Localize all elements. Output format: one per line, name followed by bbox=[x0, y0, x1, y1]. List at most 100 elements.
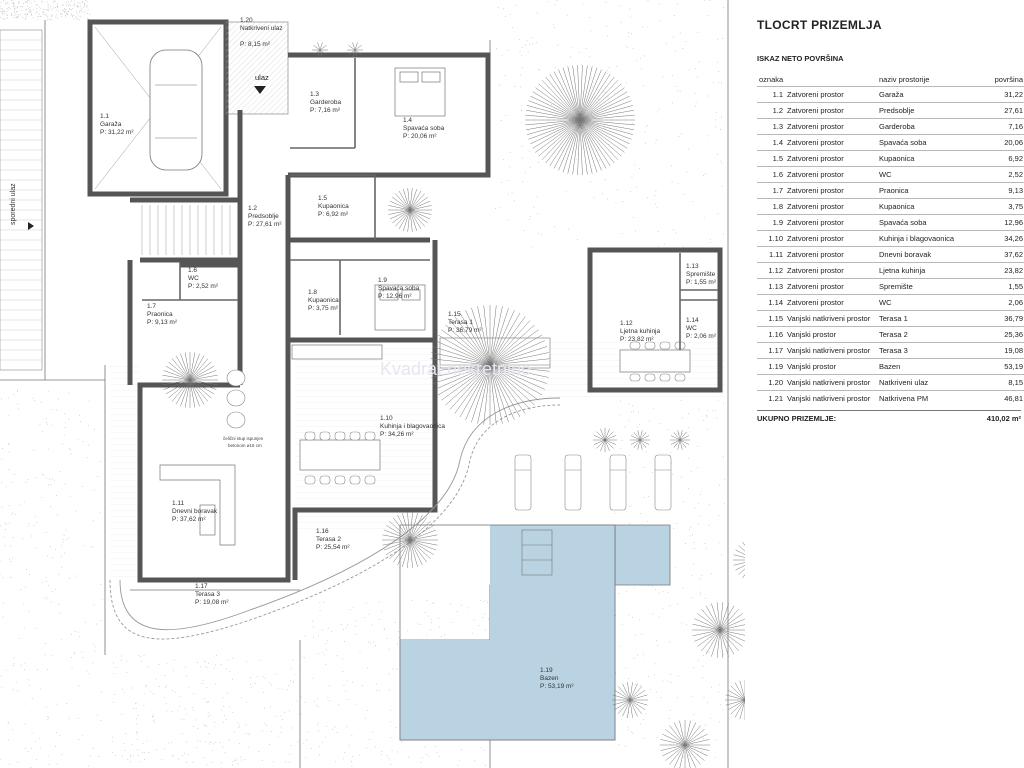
ground-dot bbox=[521, 47, 523, 48]
tree-stroke bbox=[402, 209, 411, 232]
ground-dot bbox=[34, 0, 36, 2]
ground-dot bbox=[171, 755, 173, 757]
ground-dot bbox=[704, 724, 706, 726]
ground-dot bbox=[99, 461, 101, 462]
ground-dot bbox=[53, 1, 55, 3]
ground-dot bbox=[23, 669, 25, 671]
cell-name: Natkrivena PM bbox=[877, 390, 983, 406]
covered-entrance bbox=[225, 21, 289, 115]
tree-stroke bbox=[662, 733, 686, 746]
ground-dot bbox=[124, 750, 126, 751]
tree-stroke bbox=[409, 520, 431, 541]
ground-dot bbox=[24, 13, 26, 15]
tree-stroke bbox=[445, 364, 491, 406]
ground-dot bbox=[701, 575, 703, 577]
garden-path bbox=[109, 404, 561, 640]
ground-dot bbox=[186, 713, 188, 715]
tree-stroke bbox=[679, 432, 687, 441]
ground-dot bbox=[204, 698, 205, 700]
ground-dot bbox=[707, 15, 709, 17]
ground-dot bbox=[44, 643, 46, 644]
ground-dot bbox=[640, 68, 642, 70]
tree-stroke bbox=[162, 379, 191, 386]
ground-dot bbox=[426, 600, 428, 601]
cell-type: Vanjski natkriveni prostor bbox=[785, 390, 877, 406]
ground-dot bbox=[707, 135, 709, 137]
ground-dot bbox=[322, 741, 324, 743]
ground-dot bbox=[62, 443, 63, 445]
tree-stroke bbox=[409, 539, 428, 563]
ground-dot bbox=[238, 726, 240, 728]
ground-dot bbox=[88, 444, 89, 446]
tree-icon bbox=[630, 430, 650, 450]
ground-dot bbox=[642, 653, 644, 655]
ground-dot bbox=[2, 10, 4, 12]
ground-dot bbox=[390, 737, 392, 739]
ground-dot bbox=[194, 719, 196, 721]
ground-dot bbox=[196, 747, 198, 749]
ground-dot bbox=[679, 433, 681, 435]
ground-dot bbox=[12, 537, 14, 538]
cell-name: Garaža bbox=[877, 86, 983, 103]
ground-dot bbox=[13, 14, 15, 16]
tree-stroke bbox=[168, 379, 191, 399]
tree-stroke bbox=[593, 439, 606, 445]
ground-dot bbox=[136, 718, 138, 720]
cell-n: 1.1 bbox=[757, 86, 785, 103]
tree-stroke bbox=[604, 431, 614, 441]
ground-dot bbox=[397, 630, 399, 632]
ground-dot bbox=[40, 16, 42, 18]
ground-dot bbox=[235, 760, 237, 762]
ground-dot bbox=[41, 430, 43, 432]
cell-area: 3,75 bbox=[982, 198, 1024, 215]
svg-text:P: 34,26 m²: P: 34,26 m² bbox=[380, 431, 414, 438]
ground-dot bbox=[557, 44, 559, 46]
car-icon bbox=[149, 49, 203, 171]
ground-dot bbox=[606, 70, 608, 72]
tree-stroke bbox=[629, 699, 638, 717]
ground-dot bbox=[668, 717, 670, 719]
schedule-subtitle: ISKAZ NETO POVRŠINA bbox=[757, 54, 844, 63]
tree-stroke bbox=[579, 66, 593, 121]
ground-dot bbox=[28, 11, 30, 13]
svg-text:P: 12,96 m²: P: 12,96 m² bbox=[378, 293, 412, 300]
tree-stroke bbox=[733, 554, 745, 558]
chair-icon bbox=[349, 431, 361, 441]
ground-dot bbox=[693, 714, 695, 716]
ground-dot bbox=[47, 1, 49, 3]
ground-dot bbox=[223, 705, 225, 707]
ground-dot bbox=[74, 5, 76, 7]
ground-dot bbox=[638, 411, 639, 413]
cell-name: Praonica bbox=[877, 182, 983, 199]
cell-n: 1.8 bbox=[757, 198, 785, 215]
ground-dot bbox=[64, 427, 66, 429]
ground-dot bbox=[231, 764, 233, 766]
ground-dot bbox=[700, 750, 702, 752]
ground-dot bbox=[711, 636, 713, 638]
ground-dot bbox=[513, 200, 515, 202]
tree-stroke bbox=[579, 105, 634, 121]
ground-dot bbox=[620, 400, 622, 402]
ground-dot bbox=[65, 1, 67, 3]
svg-text:1.4: 1.4 bbox=[403, 117, 412, 124]
ground-dot bbox=[655, 663, 657, 665]
tree-stroke bbox=[549, 73, 581, 121]
tree-stroke bbox=[719, 629, 735, 655]
cell-n: 1.16 bbox=[757, 326, 785, 343]
ground-dot bbox=[234, 759, 236, 761]
floor-plan-drawing: čelični stup ispunjen betonom ø16 cm bbox=[0, 0, 745, 768]
tree-stroke bbox=[189, 370, 217, 381]
cell-area: 46,81 bbox=[982, 390, 1024, 406]
cell-type: Vanjski prostor bbox=[785, 358, 877, 375]
ground-dot bbox=[60, 15, 62, 17]
svg-text:1.11: 1.11 bbox=[172, 500, 185, 507]
ground-dot bbox=[376, 689, 378, 691]
ground-dot bbox=[709, 238, 711, 240]
ground-dot bbox=[457, 764, 458, 766]
dining-chairs bbox=[226, 341, 686, 485]
tree-stroke bbox=[697, 629, 721, 647]
ground-dot bbox=[0, 525, 2, 527]
tree-stroke bbox=[483, 364, 491, 425]
